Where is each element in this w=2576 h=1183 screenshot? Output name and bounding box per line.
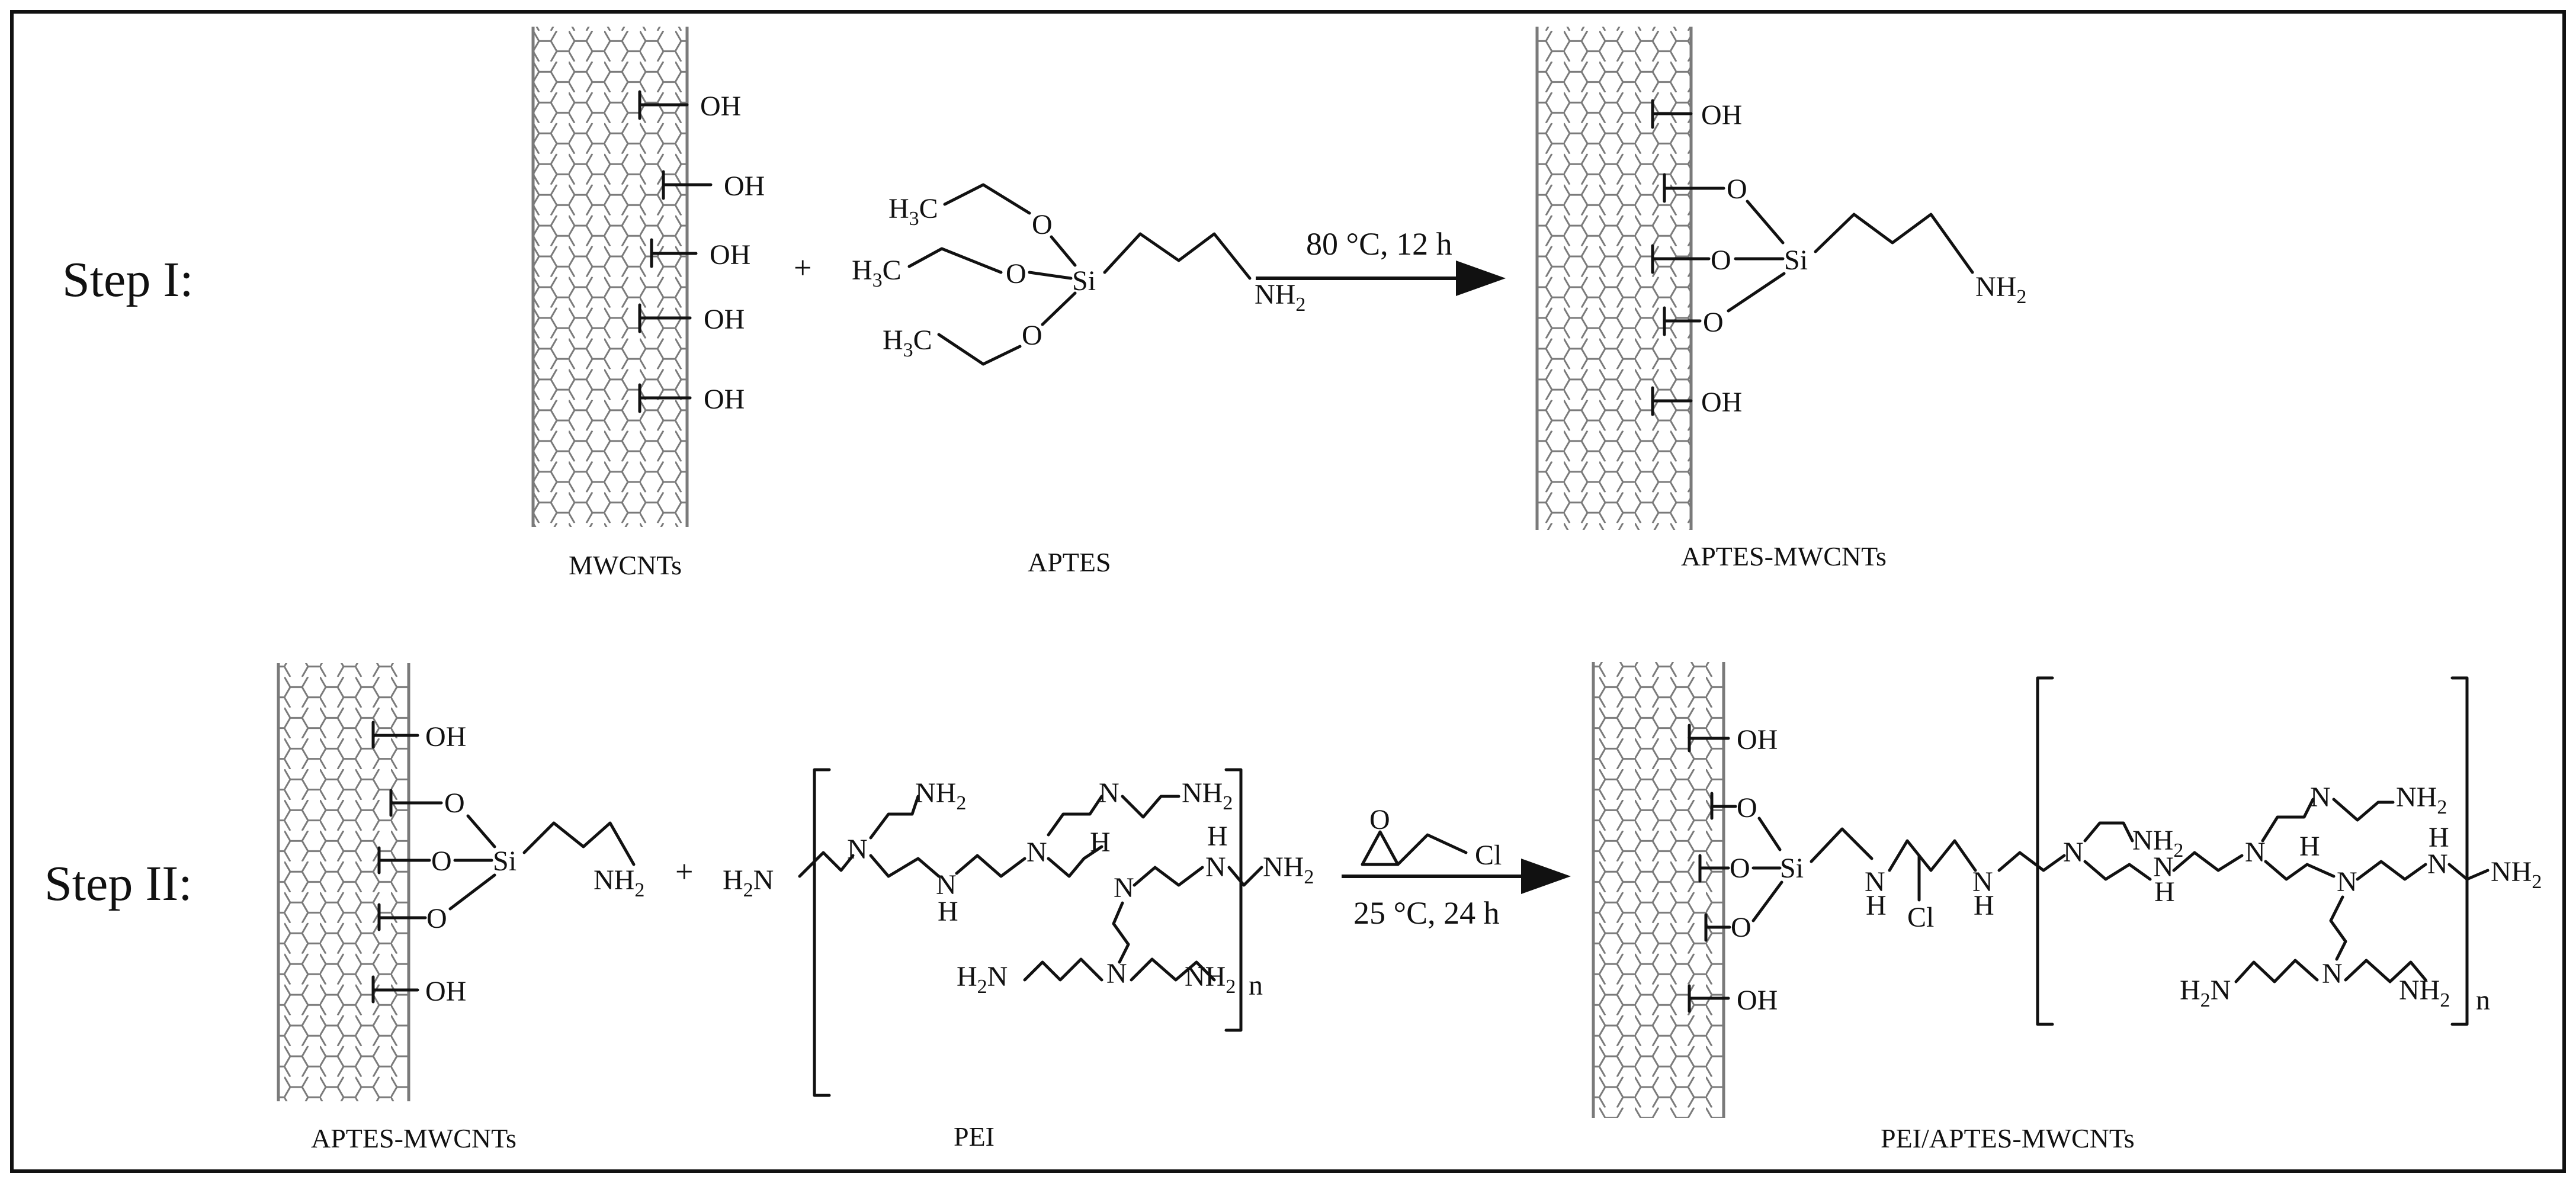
svg-text:Cl: Cl	[1907, 902, 1934, 933]
aptes-mwcnts-caption-1: APTES-MWCNTs	[1681, 541, 1887, 571]
svg-text:H: H	[2299, 831, 2320, 862]
svg-text:O: O	[1022, 320, 1042, 351]
svg-text:NH2: NH2	[1975, 271, 2026, 308]
svg-text:O: O	[1727, 173, 1747, 205]
svg-text:N: N	[936, 869, 957, 901]
svg-text:Cl: Cl	[1475, 840, 1502, 871]
svg-text:N: N	[2427, 848, 2448, 880]
svg-text:NH2: NH2	[2396, 782, 2447, 818]
aptes-mwcnt-tube-2	[277, 663, 410, 1101]
svg-text:OH: OH	[425, 976, 466, 1007]
svg-text:O: O	[1731, 912, 1751, 943]
svg-text:NH2: NH2	[1182, 777, 1233, 814]
svg-text:O: O	[1711, 245, 1731, 276]
svg-text:NH2: NH2	[1263, 851, 1314, 888]
svg-text:OH: OH	[1701, 387, 1742, 418]
figure-frame	[10, 10, 2566, 1173]
svg-text:N: N	[1972, 866, 1993, 898]
plus-sign-2: +	[675, 854, 693, 889]
svg-text:N: N	[2322, 958, 2343, 989]
aptes-grafted-groups-2: OH O O Si O NH2 OH	[371, 721, 644, 1007]
svg-text:O: O	[1006, 258, 1026, 290]
step-2-conditions: 25 °C, 24 h	[1353, 895, 1500, 931]
svg-text:NH2: NH2	[2491, 856, 2542, 893]
svg-text:NH2: NH2	[2132, 825, 2183, 861]
svg-text:OH: OH	[700, 91, 741, 122]
svg-text:H3C: H3C	[888, 193, 938, 230]
svg-text:H2N: H2N	[957, 961, 1008, 998]
svg-text:O: O	[1730, 853, 1750, 884]
svg-text:H: H	[938, 896, 958, 927]
svg-text:OH: OH	[704, 304, 745, 335]
svg-text:Si: Si	[1780, 853, 1804, 884]
svg-text:H: H	[1866, 890, 1887, 921]
svg-text:N: N	[1106, 958, 1127, 989]
svg-text:N: N	[1026, 837, 1047, 868]
svg-text:N: N	[2310, 782, 2331, 813]
svg-text:N: N	[1099, 777, 1119, 809]
mwcnt-tube	[531, 27, 689, 527]
svg-text:H3C: H3C	[883, 324, 932, 361]
aptes-grafted-groups: OH O O Si O NH2 OH	[1651, 99, 2026, 418]
aptes-caption: APTES	[1028, 547, 1111, 577]
svg-text:Si: Si	[1072, 265, 1096, 297]
svg-text:NH2: NH2	[1255, 279, 1305, 316]
svg-text:H2N: H2N	[723, 864, 774, 901]
svg-text:Si: Si	[1784, 245, 1808, 276]
svg-text:OH: OH	[1737, 985, 1778, 1016]
svg-text:O: O	[431, 846, 452, 877]
svg-text:OH: OH	[710, 239, 750, 271]
svg-text:NH2: NH2	[2399, 975, 2450, 1011]
svg-text:H: H	[1974, 890, 1994, 921]
svg-text:N: N	[2063, 837, 2084, 868]
svg-text:H: H	[1207, 821, 1228, 852]
step-1-conditions: 80 °C, 12 h	[1306, 226, 1452, 262]
svg-text:N: N	[1865, 866, 1885, 898]
svg-text:N: N	[1114, 872, 1134, 904]
mwcnts-caption: MWCNTs	[569, 550, 682, 580]
aptes-mwcnt-tube	[1535, 27, 1693, 530]
svg-text:Si: Si	[493, 846, 517, 877]
svg-text:O: O	[1369, 804, 1390, 835]
svg-text:N: N	[847, 834, 868, 865]
svg-text:H: H	[1090, 827, 1111, 858]
step-1-label: Step I:	[62, 252, 194, 307]
svg-text:H: H	[2429, 822, 2449, 853]
pei-caption: PEI	[954, 1121, 995, 1152]
svg-text:NH2: NH2	[915, 777, 966, 814]
pei-grafted-structure: OH O O Si O OH N H Cl N H N NH2 N H N N …	[1688, 676, 2542, 1026]
pei-structure: H2N N NH2 N H N N NH2 H N N H NH2 N H2N …	[723, 768, 1314, 1097]
svg-text:N: N	[1205, 851, 1226, 883]
svg-text:O: O	[1703, 307, 1724, 338]
svg-text:NH2: NH2	[1185, 961, 1236, 998]
aptes-structure: H3C O H3C O Si H3C O NH2	[852, 183, 1305, 366]
svg-text:OH: OH	[704, 384, 745, 415]
svg-text:H2N: H2N	[2180, 975, 2231, 1011]
svg-text:OH: OH	[1701, 99, 1742, 131]
svg-text:N: N	[2337, 866, 2357, 898]
svg-text:O: O	[426, 903, 447, 934]
epichlorohydrin-structure: O Cl	[1361, 804, 1502, 871]
svg-text:OH: OH	[724, 171, 765, 202]
svg-text:N: N	[2153, 851, 2174, 883]
svg-text:O: O	[444, 787, 465, 819]
pei-aptes-mwcnt-tube	[1592, 662, 1725, 1118]
mwcnt-hydroxyl-groups: OH OH OH OH OH	[638, 90, 765, 415]
svg-text:n: n	[1249, 970, 1263, 1001]
svg-text:H3C: H3C	[852, 255, 902, 291]
svg-text:OH: OH	[425, 721, 466, 753]
svg-text:H: H	[2154, 876, 2175, 908]
svg-text:O: O	[1032, 209, 1053, 240]
svg-text:O: O	[1737, 792, 1757, 824]
svg-text:n: n	[2476, 985, 2490, 1016]
step-2-label: Step II:	[44, 856, 193, 911]
aptes-mwcnts-caption-2: APTES-MWCNTs	[311, 1123, 517, 1153]
plus-sign-1: +	[794, 250, 811, 285]
pei-aptes-mwcnts-caption: PEI/APTES-MWCNTs	[1881, 1123, 2135, 1153]
svg-text:NH2: NH2	[594, 864, 644, 901]
svg-text:OH: OH	[1737, 724, 1778, 756]
